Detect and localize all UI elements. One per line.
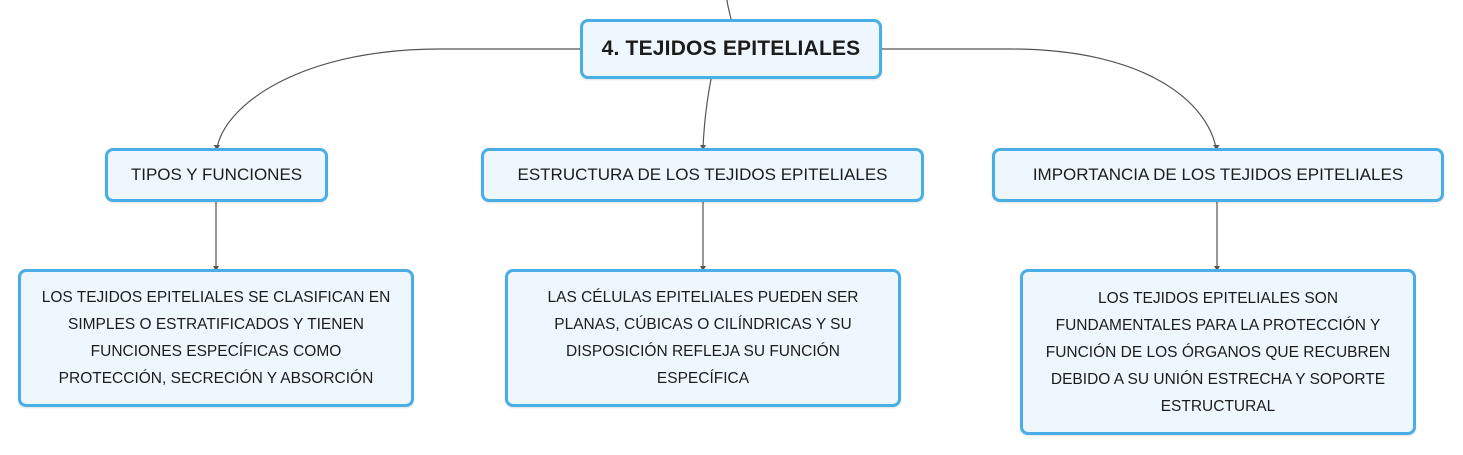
detail-line: ESPECÍFICA bbox=[656, 370, 750, 387]
detail-line: SIMPLES O ESTRATIFICADOS Y TIENEN bbox=[67, 316, 364, 333]
arrowhead-topic-2 bbox=[700, 145, 706, 150]
root-node[interactable]: 4. TEJIDOS EPITELIALES bbox=[580, 19, 882, 79]
topic-node-label: ESTRUCTURA DE LOS TEJIDOS EPITELIALES bbox=[517, 165, 888, 184]
detail-line: DISPOSICIÓN REFLEJA SU FUNCIÓN bbox=[566, 343, 840, 360]
detail-node-text: LOS TEJIDOS EPITELIALES SE CLASIFICAN EN… bbox=[42, 284, 391, 392]
detail-node-importancia[interactable]: LOS TEJIDOS EPITELIALES SON FUNDAMENTALE… bbox=[1020, 269, 1416, 435]
connector-root-to-topic-3 bbox=[882, 48, 1217, 149]
detail-line: FUNCIONES ESPECÍFICAS COMO bbox=[90, 343, 342, 360]
arrowhead-detail-1 bbox=[213, 266, 219, 271]
detail-line: ESTRUCTURAL bbox=[1160, 397, 1276, 415]
arrowhead-topic-1 bbox=[213, 145, 220, 150]
topic-node-estructura[interactable]: ESTRUCTURA DE LOS TEJIDOS EPITELIALES bbox=[481, 148, 924, 202]
topic-node-label: IMPORTANCIA DE LOS TEJIDOS EPITELIALES bbox=[1032, 165, 1404, 184]
topic-node-importancia[interactable]: IMPORTANCIA DE LOS TEJIDOS EPITELIALES bbox=[992, 148, 1444, 202]
detail-node-text: LOS TEJIDOS EPITELIALES SON FUNDAMENTALE… bbox=[1046, 285, 1391, 420]
connector-root-to-topic-1 bbox=[216, 48, 580, 149]
connector-parent-to-root bbox=[726, 0, 732, 20]
arrowhead-detail-3 bbox=[1214, 266, 1220, 271]
detail-line: LOS TEJIDOS EPITELIALES SE CLASIFICAN EN bbox=[41, 289, 391, 306]
connector-arrowheads bbox=[213, 145, 1220, 271]
arrowhead-detail-2 bbox=[700, 266, 706, 271]
topic-node-label: TIPOS Y FUNCIONES bbox=[130, 165, 303, 184]
detail-line: PLANAS, CÚBICAS O CILÍNDRICAS Y SU bbox=[554, 316, 852, 333]
arrowhead-topic-3 bbox=[1213, 145, 1220, 150]
root-node-label: 4. TEJIDOS EPITELIALES bbox=[601, 37, 861, 60]
connector-root-to-topic-2 bbox=[702, 78, 712, 149]
detail-line: FUNDAMENTALES PARA LA PROTECCIÓN Y bbox=[1055, 316, 1381, 334]
detail-node-text: LAS CÉLULAS EPITELIALES PUEDEN SER PLANA… bbox=[548, 284, 859, 392]
detail-line: LOS TEJIDOS EPITELIALES SON bbox=[1097, 289, 1339, 307]
detail-line: DEBIDO A SU UNIÓN ESTRECHA Y SOPORTE bbox=[1050, 370, 1386, 388]
topic-node-tipos-funciones[interactable]: TIPOS Y FUNCIONES bbox=[105, 148, 328, 202]
detail-node-tipos-funciones[interactable]: LOS TEJIDOS EPITELIALES SE CLASIFICAN EN… bbox=[18, 269, 414, 407]
detail-line: PROTECCIÓN, SECRECIÓN Y ABSORCIÓN bbox=[58, 370, 374, 387]
detail-line: LAS CÉLULAS EPITELIALES PUEDEN SER bbox=[547, 289, 859, 306]
detail-node-estructura[interactable]: LAS CÉLULAS EPITELIALES PUEDEN SER PLANA… bbox=[505, 269, 901, 407]
detail-line: FUNCIÓN DE LOS ÓRGANOS QUE RECUBREN bbox=[1045, 343, 1391, 361]
